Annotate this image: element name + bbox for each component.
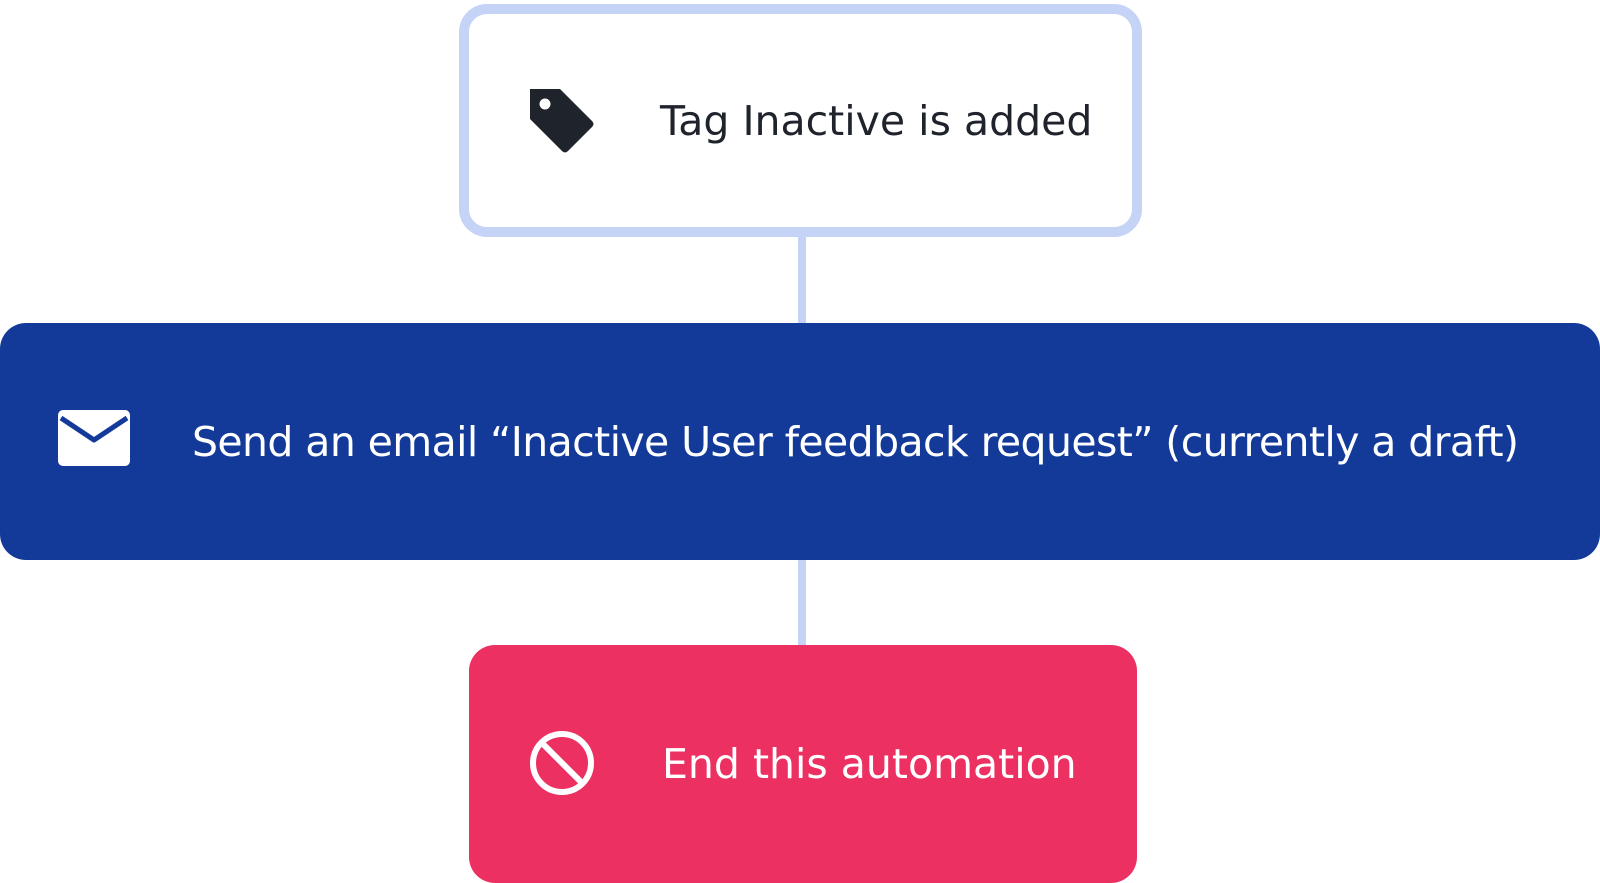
send-email-node[interactable] (0, 323, 1600, 560)
prohibited-icon (528, 729, 596, 797)
connector-trigger-to-action (798, 237, 806, 323)
end-automation-node[interactable]: End this automation (469, 645, 1137, 883)
end-automation-label: End this automation (662, 740, 1077, 788)
trigger-label: Tag Inactive is added (660, 96, 1093, 145)
connector-action-to-end (798, 560, 806, 645)
send-email-label: Send an email “Inactive User feedback re… (192, 417, 1519, 466)
tag-icon (526, 85, 596, 155)
envelope-icon (58, 410, 130, 466)
trigger-node[interactable]: Tag Inactive is added (459, 4, 1142, 237)
